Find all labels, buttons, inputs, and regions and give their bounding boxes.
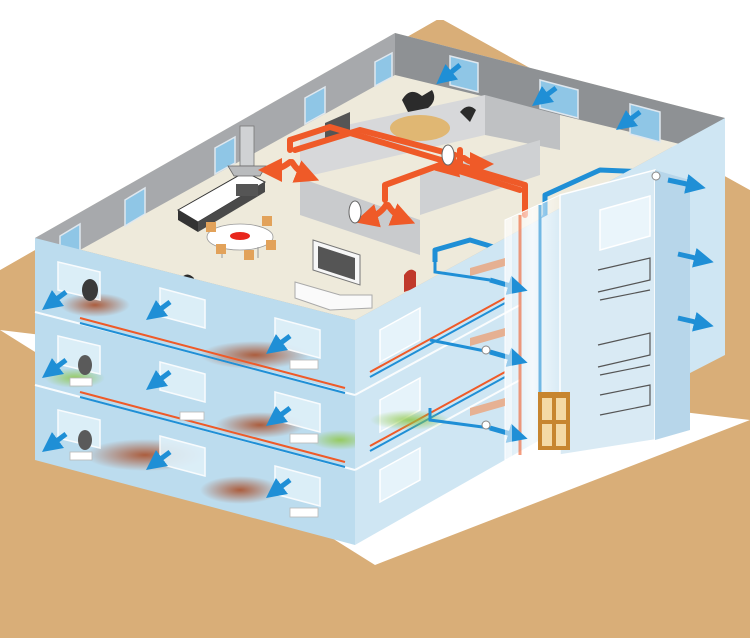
- dining-chairs: [206, 216, 276, 260]
- doorway: [404, 269, 416, 292]
- floor-duct-lines: [79, 317, 346, 468]
- right-wall-windows: [379, 306, 421, 504]
- vent-unit-icon: [348, 144, 455, 224]
- stair-tower-side: [655, 170, 690, 440]
- hood-icon: [227, 125, 267, 196]
- stair-landings: [597, 257, 651, 416]
- exterior-vents: [481, 171, 661, 430]
- tv-icon: [312, 239, 361, 286]
- partition-wall-3: [485, 95, 560, 150]
- stair-windows: [599, 195, 651, 251]
- back-wall-supply-arrows: [436, 63, 642, 130]
- front-wall-supply-arrows: [42, 290, 292, 498]
- extract-arrows: [258, 151, 494, 228]
- ground-plane: [0, 330, 750, 638]
- round-rug: [390, 115, 450, 141]
- entrance-door: [538, 392, 570, 450]
- sofa: [294, 281, 373, 311]
- riser-supply-arrows: [489, 275, 528, 443]
- radiator-icon: [69, 359, 319, 518]
- riser-steps: [470, 258, 505, 416]
- wall-vent-units: [78, 279, 98, 450]
- floor-supply-ducts: [428, 262, 491, 430]
- exterior-exhaust-arrows: [667, 174, 714, 332]
